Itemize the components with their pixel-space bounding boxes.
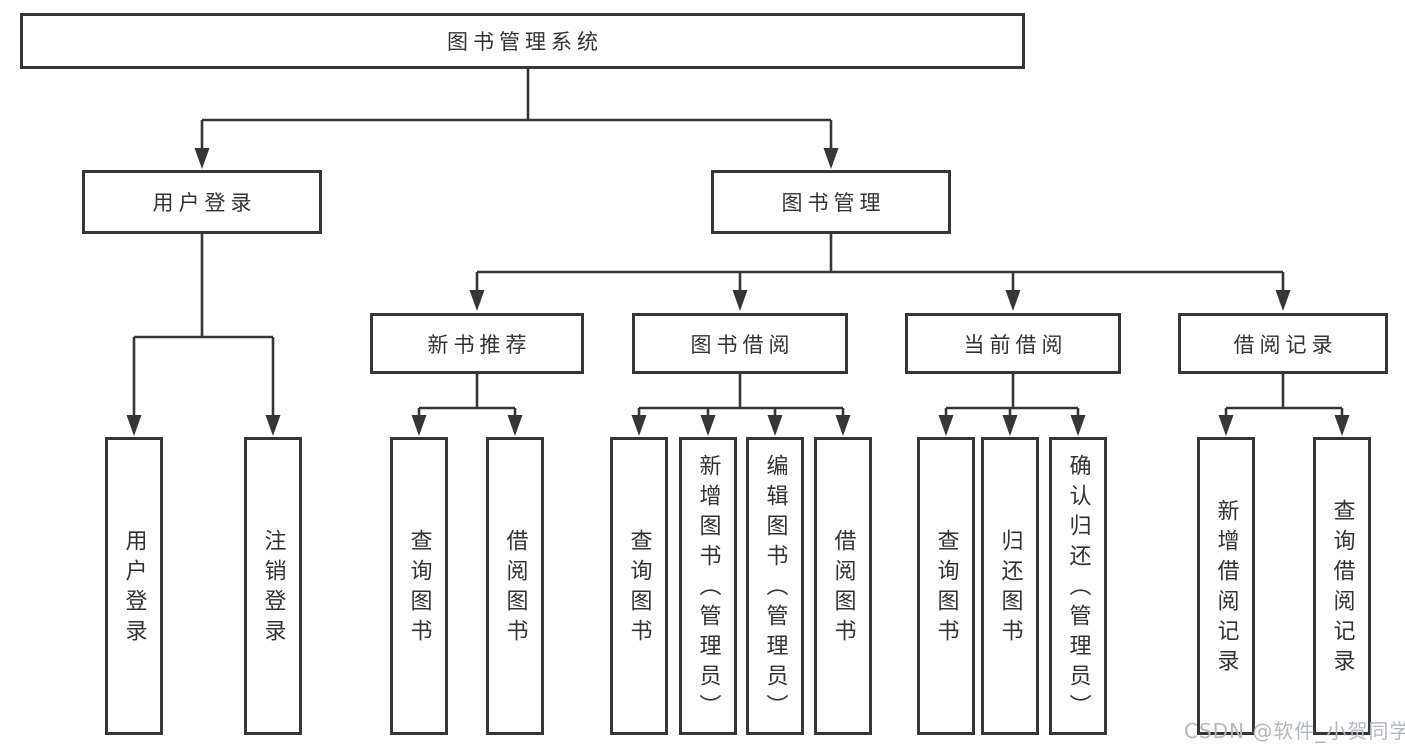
node-user-login-action: 用户登录 bbox=[105, 437, 163, 735]
arrowheads bbox=[126, 148, 1350, 436]
node-borrow-books: 借阅图书 bbox=[814, 437, 872, 735]
node-borrow-books-recommend: 借阅图书 bbox=[486, 437, 544, 735]
node-add-borrow-record: 新增借阅记录 bbox=[1197, 437, 1255, 735]
node-book-borrowing: 图书借阅 bbox=[632, 313, 848, 374]
node-query-books-current: 查询图书 bbox=[917, 437, 975, 735]
csdn-watermark: CSDN @软件_小贺同学 bbox=[1184, 719, 1405, 743]
node-query-books-borrow: 查询图书 bbox=[610, 437, 668, 735]
node-current-borrowing: 当前借阅 bbox=[905, 313, 1121, 374]
node-logout: 注销登录 bbox=[244, 437, 302, 735]
node-new-book-recommendation: 新书推荐 bbox=[370, 313, 584, 374]
node-book-management: 图书管理 bbox=[711, 170, 951, 234]
node-return-books: 归还图书 bbox=[981, 437, 1039, 735]
node-confirm-return-admin: 确认归还（管理员） bbox=[1049, 437, 1107, 735]
node-query-books-recommend: 查询图书 bbox=[390, 437, 448, 735]
node-add-books-admin: 新增图书（管理员） bbox=[679, 437, 737, 735]
node-user-login: 用户登录 bbox=[82, 170, 322, 234]
node-edit-books-admin: 编辑图书（管理员） bbox=[746, 437, 804, 735]
node-query-borrow-record: 查询借阅记录 bbox=[1313, 437, 1371, 735]
tree-edges bbox=[132, 68, 1344, 417]
node-library-management-system: 图书管理系统 bbox=[20, 13, 1025, 69]
node-borrowing-records: 借阅记录 bbox=[1178, 313, 1388, 374]
